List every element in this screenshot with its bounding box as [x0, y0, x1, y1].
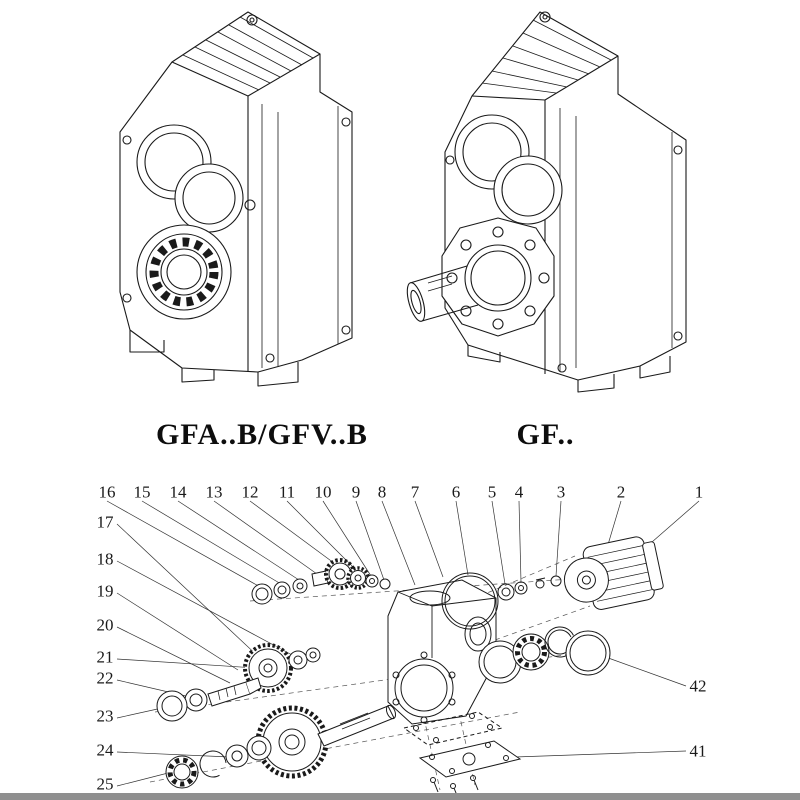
gearbox-right-drawing [406, 11, 687, 393]
gearbox-left-drawing [119, 11, 353, 387]
part-callout-7: 7 [410, 482, 420, 502]
part-callout-17: 17 [96, 512, 114, 532]
exploded-motor [563, 536, 664, 610]
output-flange [441, 217, 555, 337]
output-shaft-parts [165, 704, 397, 789]
exploded-housing [387, 579, 497, 725]
part-callout-8: 8 [377, 482, 387, 502]
intermediate-gear-parts [156, 643, 321, 722]
part-callout-21: 21 [96, 647, 114, 667]
part-callout-13: 13 [205, 482, 223, 502]
part-callout-15: 15 [133, 482, 151, 502]
part-callout-14: 14 [169, 482, 187, 502]
part-callout-3: 3 [556, 482, 566, 502]
roof-ribs [182, 16, 314, 91]
part-callout-12: 12 [241, 482, 259, 502]
part-callout-9: 9 [351, 482, 361, 502]
part-callout-4: 4 [514, 482, 524, 502]
page-bottom-edge [0, 793, 800, 800]
part-callout-24: 24 [96, 740, 114, 760]
part-callout-25: 25 [96, 774, 114, 794]
assembly-axes [149, 555, 601, 791]
output-bearing [136, 224, 232, 320]
part-callout-5: 5 [487, 482, 497, 502]
exploded-view [106, 500, 700, 799]
part-callout-18: 18 [96, 549, 114, 569]
model-label-gf: GF.. [516, 418, 575, 451]
input-shaft-parts [251, 558, 562, 630]
part-callout-1: 1 [694, 482, 704, 502]
output-shaft [406, 265, 479, 322]
cover-plates [402, 711, 522, 799]
part-callout-20: 20 [96, 615, 114, 635]
part-callout-10: 10 [314, 482, 332, 502]
model-label-gfab-gfvb: GFA..B/GFV..B [156, 418, 368, 451]
part-callout-16: 16 [98, 482, 116, 502]
part-callout-19: 19 [96, 581, 114, 601]
leader-lines [106, 500, 700, 787]
input-bores [454, 114, 563, 225]
part-callout-11: 11 [278, 482, 296, 502]
part-callout-41: 41 [689, 741, 707, 761]
part-callout-6: 6 [451, 482, 461, 502]
part-callout-22: 22 [96, 668, 114, 688]
part-callout-42: 42 [689, 676, 707, 696]
input-bores [136, 124, 244, 233]
part-callout-2: 2 [616, 482, 626, 502]
roof-ribs [481, 19, 612, 94]
part-callout-23: 23 [96, 706, 114, 726]
bearing-ring-parts [478, 626, 611, 684]
